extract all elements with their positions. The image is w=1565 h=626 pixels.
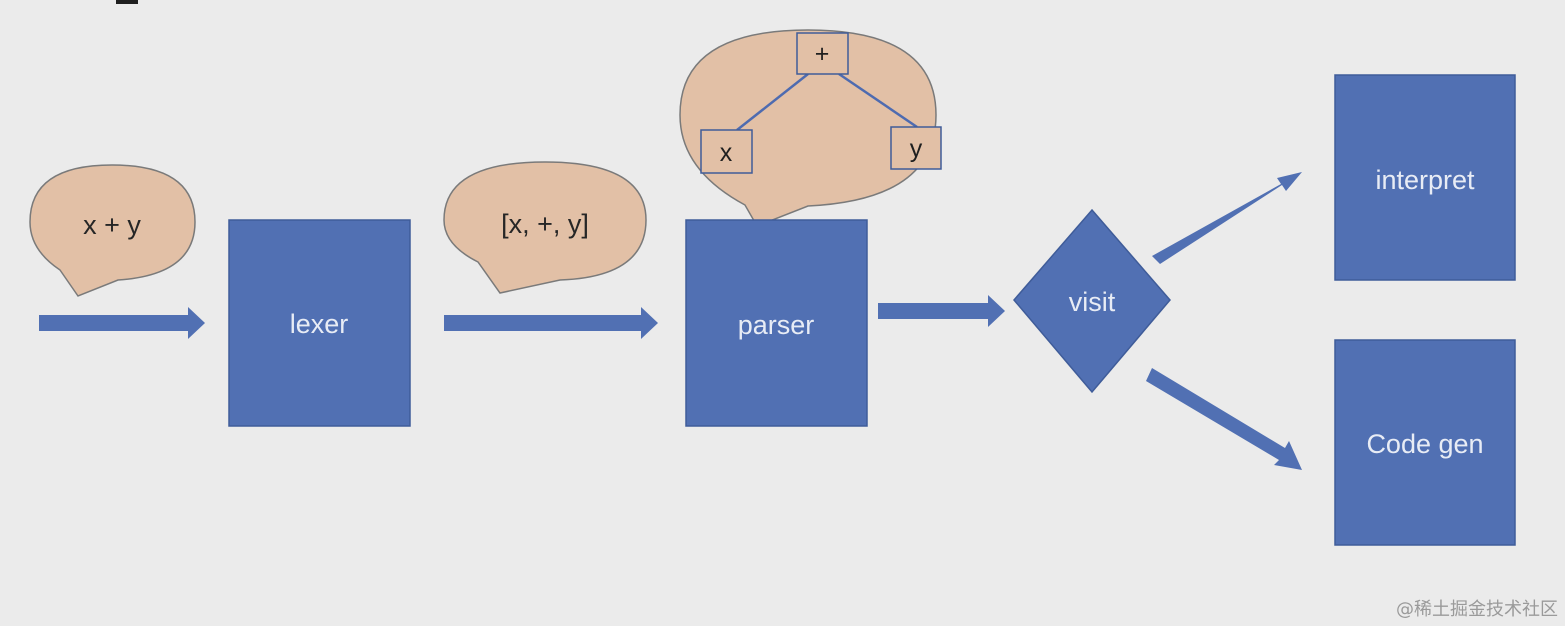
codegen-block-shape [1334, 339, 1516, 546]
tokens-bubble: [x, +, y] [443, 161, 647, 294]
arrow-visit-to-codegen-shape [1146, 368, 1302, 470]
arrow-lexer-to-parser-shape [444, 307, 658, 339]
cropped-mark [116, 0, 138, 4]
arrow-input-to-lexer-shape [39, 307, 205, 339]
ast-right-label: y [910, 135, 923, 163]
arrow-visit-to-interpret-shape [1152, 172, 1302, 264]
interpret-label: interpret [1375, 165, 1475, 195]
ast-edge-left [736, 73, 809, 131]
ast-root-node-box [796, 32, 849, 75]
arrow-visit-to-interpret [1152, 172, 1302, 264]
interpret-block-shape [1334, 74, 1516, 281]
tokens-bubble-shape [443, 161, 647, 294]
codegen-block: Code gen [1334, 339, 1516, 546]
parser-block-shape [685, 219, 868, 427]
ast-right-node-box [890, 126, 942, 170]
ast-left-label: x [720, 139, 733, 167]
lexer-block: lexer [228, 219, 411, 427]
visit-diamond: visit [1013, 208, 1171, 394]
source-bubble: x + y [29, 164, 196, 297]
watermark: @稀土掘金技术社区 [1396, 599, 1558, 620]
arrow-input-to-lexer [39, 307, 205, 339]
lexer-block-shape [228, 219, 411, 427]
arrow-lexer-to-parser [444, 307, 658, 339]
interpret-block: interpret [1334, 74, 1516, 281]
arrow-visit-to-codegen [1146, 368, 1302, 470]
ast-bubble-shape [679, 29, 937, 227]
ast-bubble: + x y [679, 29, 942, 227]
arrow-parser-to-visit-shape [878, 295, 1005, 327]
ast-edge-right [838, 72, 918, 129]
ast-left-node: x [700, 129, 753, 174]
parser-label: parser [738, 310, 815, 340]
codegen-label: Code gen [1366, 429, 1483, 459]
visit-diamond-shape [1013, 208, 1171, 394]
ast-right-node: y [890, 126, 942, 170]
parser-block: parser [685, 219, 868, 427]
lexer-label: lexer [290, 309, 349, 339]
tokens-bubble-label: [x, +, y] [501, 209, 589, 239]
ast-left-node-box [700, 129, 753, 174]
ast-root-node: + [796, 32, 849, 75]
visit-label: visit [1069, 287, 1116, 317]
source-bubble-shape [29, 164, 196, 297]
source-bubble-label: x + y [83, 210, 141, 240]
ast-root-label: + [815, 40, 830, 68]
arrow-parser-to-visit [878, 295, 1005, 327]
